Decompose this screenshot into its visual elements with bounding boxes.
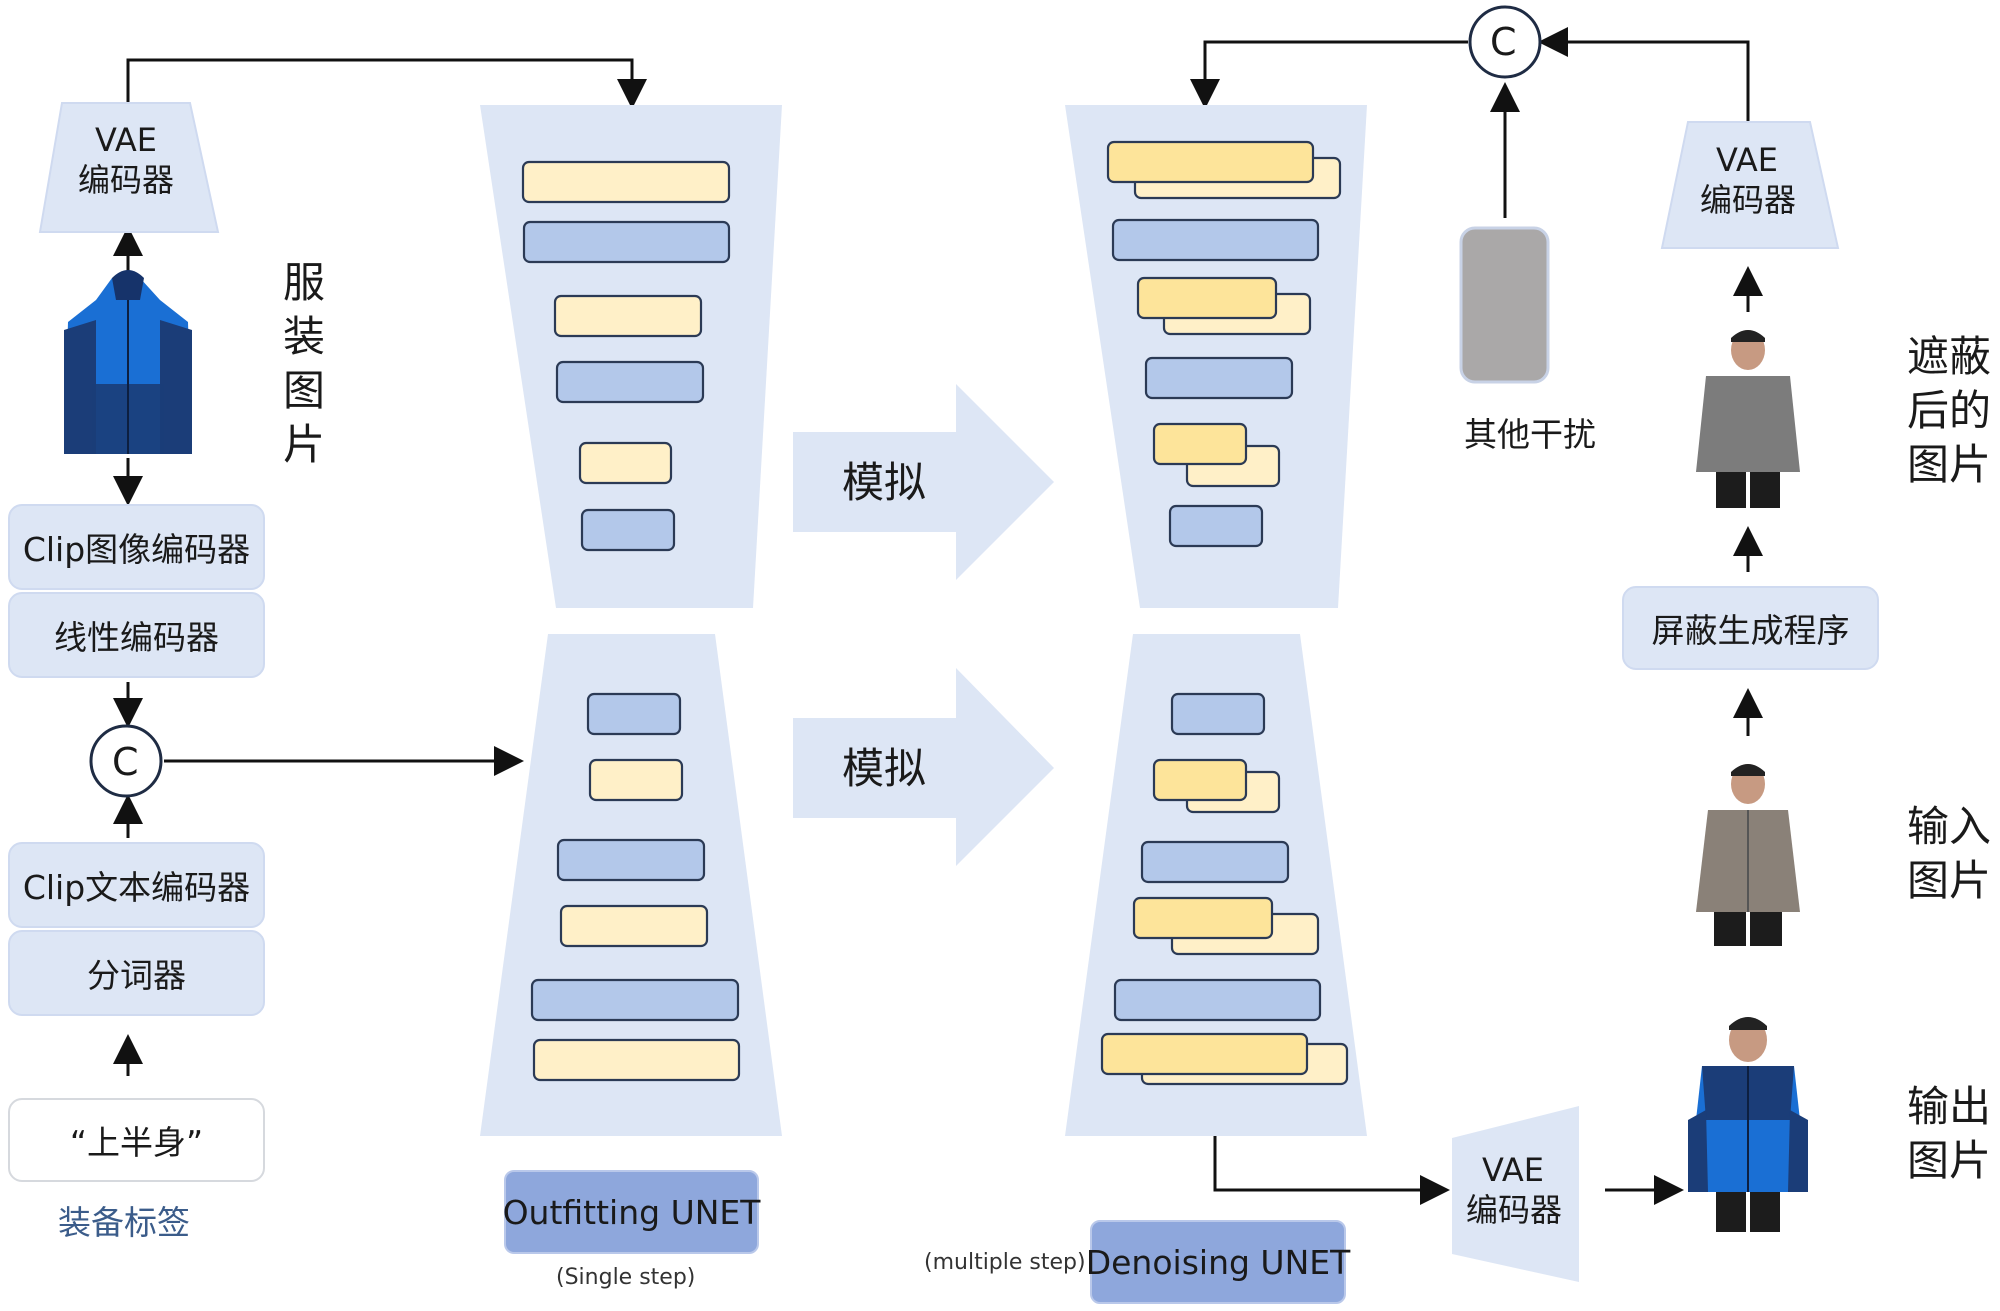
outfitting-unet-blocks [521, 160, 741, 1082]
single-step-note: (Single step) [556, 1265, 696, 1290]
vae-encoder-left-shape [38, 102, 220, 233]
outfitting-block-b6 [530, 978, 740, 1022]
simulate-label-top: 模拟 [842, 458, 927, 507]
output-image-label: 输出图片 [1906, 1082, 1991, 1185]
concat-icon-left [89, 724, 163, 798]
garment-image-label: 服装图片 [282, 258, 325, 469]
person-input-icon [1696, 764, 1800, 946]
denoising-unet-blocks [1100, 140, 1349, 1086]
vae-encoder-bottom-line2: 编码器 [1466, 1191, 1563, 1229]
outfitting-block-b3 [580, 508, 676, 552]
vae-encoder-top-right-shape [1660, 121, 1840, 249]
clip-image-encoder: Clip图像编码器 [8, 504, 265, 590]
equipment-tag-input: “上半身” [8, 1098, 265, 1182]
vae-encoder-top-right-line2: 编码器 [1700, 181, 1797, 219]
tokenizer: 分词器 [8, 930, 265, 1016]
person-output-icon [1688, 1017, 1808, 1232]
linear-encoder: 线性编码器 [8, 592, 265, 678]
simulate-label-bottom: 模拟 [842, 744, 927, 793]
other-interference-label: 其他干扰 [1464, 415, 1596, 454]
concat-icon-right [1468, 5, 1542, 79]
concat-symbol-right: C [1490, 20, 1517, 64]
vae-encoder-left-line1: VAE [95, 121, 157, 159]
outfitting-block-y4 [588, 758, 684, 802]
connector-concat-to-denoising [1190, 40, 1468, 109]
outfitting-block-y3 [578, 441, 673, 485]
multiple-step-note: (multiple step) [924, 1250, 1086, 1275]
outfitting-unet-label: Outfitting UNET [503, 1170, 760, 1254]
outfitting-block-b4 [586, 692, 682, 736]
denoising-unet-label: Denoising UNET [1086, 1220, 1350, 1304]
jacket-icon [64, 270, 192, 454]
outfitting-block-y5 [559, 904, 709, 948]
outfitting-block-b2 [555, 360, 705, 404]
vae-encoder-bottom-shape [1452, 1106, 1579, 1282]
connector-vae-to-concat [1538, 27, 1750, 122]
concat-symbol-left: C [112, 740, 139, 784]
outfitting-block-y2 [553, 294, 703, 338]
mask-generator: 屏蔽生成程序 [1622, 586, 1879, 670]
connector-denoising-to-vae [1213, 1136, 1450, 1205]
connector-vae-to-outfitting [126, 58, 647, 109]
person-masked-icon [1696, 330, 1800, 508]
vae-encoder-bottom-line1: VAE [1482, 1151, 1544, 1189]
equipment-tag-label: 装备标签 [58, 1203, 190, 1242]
interference-block [1459, 226, 1550, 384]
outfitting-block-b5 [556, 838, 706, 882]
input-image-label: 输入图片 [1906, 802, 1991, 905]
masked-image-label: 遮蔽后的图片 [1906, 332, 1991, 489]
outfitting-block-y1 [521, 160, 731, 204]
clip-text-encoder: Clip文本编码器 [8, 842, 265, 928]
simulate-arrow-top [793, 384, 1054, 580]
outfitting-block-b1 [522, 220, 731, 264]
vae-encoder-top-right-line1: VAE [1716, 141, 1778, 179]
outfitting-block-y6 [532, 1038, 741, 1082]
vae-encoder-left-line2: 编码器 [78, 161, 175, 199]
simulate-arrow-bottom [793, 668, 1054, 866]
